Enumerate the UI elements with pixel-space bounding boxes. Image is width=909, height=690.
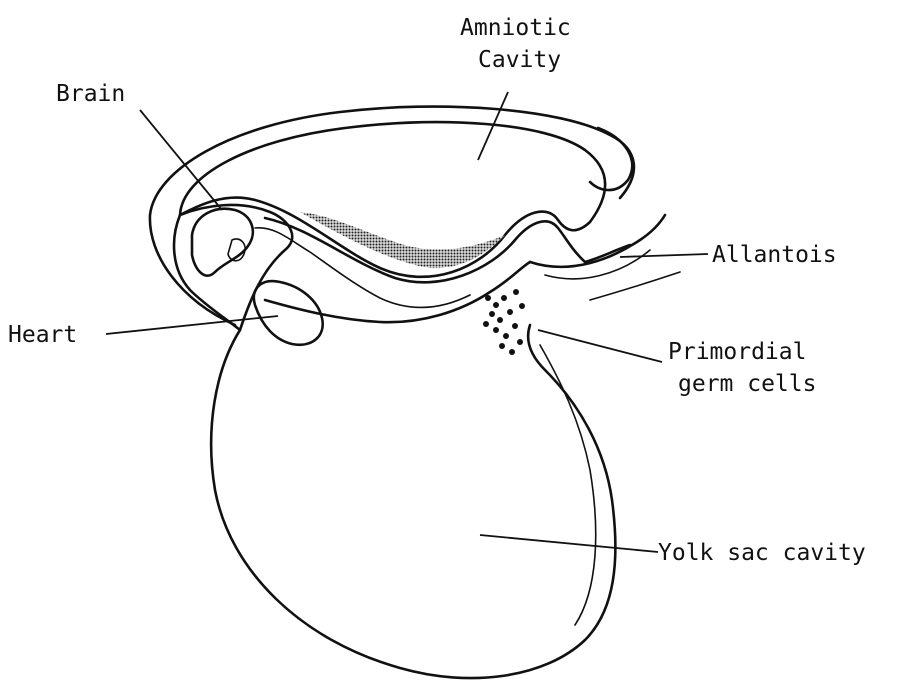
label-primordial-line2: germ cells bbox=[678, 371, 816, 397]
allantois-stalk-inner bbox=[545, 250, 650, 279]
germ-cells-leader bbox=[538, 330, 662, 362]
label-primordial-line1: Primordial bbox=[668, 339, 806, 365]
label-heart: Heart bbox=[8, 322, 77, 348]
heart-leader bbox=[106, 316, 278, 334]
label-amniotic-line2: Cavity bbox=[478, 47, 561, 73]
allantois-leader bbox=[620, 254, 708, 257]
label-allantois: Allantois bbox=[712, 242, 837, 268]
label-yolk-sac: Yolk sac cavity bbox=[658, 540, 866, 566]
brain-leader bbox=[140, 110, 222, 210]
embryo-head-region bbox=[174, 205, 292, 330]
label-brain: Brain bbox=[56, 81, 125, 107]
yolk-sac-cavity bbox=[314, 338, 588, 658]
body-stalk bbox=[590, 272, 680, 300]
label-amniotic-line1: Amniotic bbox=[460, 15, 571, 41]
